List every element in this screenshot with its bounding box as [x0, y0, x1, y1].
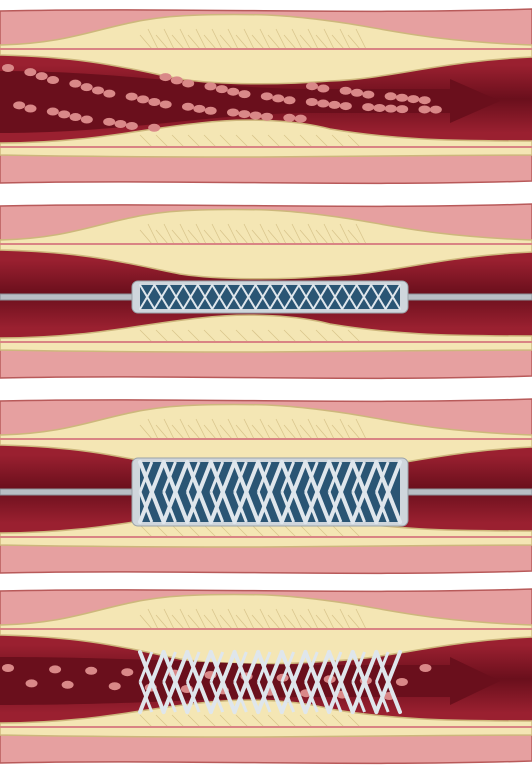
- blood-cell: [148, 124, 160, 132]
- stage-balloon-expanded: [0, 395, 532, 580]
- stage-stent-deployed: [0, 585, 532, 770]
- blood-cell: [24, 68, 36, 76]
- blood-cell: [261, 92, 273, 100]
- blood-cell: [385, 92, 397, 100]
- blood-cell: [295, 115, 307, 123]
- blood-cell: [62, 681, 74, 689]
- blood-cell: [340, 87, 352, 95]
- artery-illustration-2: [0, 200, 532, 385]
- blood-cell: [2, 64, 14, 72]
- blood-cell: [317, 85, 329, 93]
- blood-cell: [306, 98, 318, 106]
- blood-cell: [284, 96, 296, 104]
- blood-cell: [238, 110, 250, 118]
- artery-illustration-4: [0, 585, 532, 770]
- blood-cell: [103, 118, 115, 126]
- blood-cell: [160, 100, 172, 108]
- blood-cell: [2, 664, 14, 672]
- blood-cell: [121, 668, 133, 676]
- blood-cell: [396, 678, 408, 686]
- blood-cell: [227, 88, 239, 96]
- blood-cell: [193, 105, 205, 113]
- stage-narrowed-artery: [0, 5, 532, 190]
- blood-cell: [171, 76, 183, 84]
- blood-cell: [126, 122, 138, 130]
- blood-cell: [419, 96, 431, 104]
- blood-cell: [205, 82, 217, 90]
- blood-cell: [261, 113, 273, 121]
- blood-cell: [81, 116, 93, 124]
- blood-cell: [430, 106, 442, 114]
- blood-cell: [205, 107, 217, 115]
- blood-cell: [272, 94, 284, 102]
- blood-cell: [362, 103, 374, 111]
- blood-cell: [317, 100, 329, 108]
- blood-cell: [36, 72, 48, 80]
- blood-cell: [182, 103, 194, 111]
- blood-cell: [351, 89, 363, 97]
- blood-cell: [374, 104, 386, 112]
- artery-illustration-3: [0, 395, 532, 580]
- blood-cell: [227, 109, 239, 117]
- stent-body: [140, 285, 400, 309]
- blood-cell: [49, 665, 61, 673]
- blood-cell: [182, 79, 194, 87]
- blood-cell: [137, 95, 149, 103]
- blood-cell: [115, 120, 127, 128]
- blood-cell: [419, 105, 431, 113]
- blood-cell: [385, 105, 397, 113]
- blood-cell: [362, 91, 374, 99]
- blood-cell: [70, 113, 82, 121]
- blood-cell: [329, 101, 341, 109]
- blood-cell: [126, 93, 138, 101]
- blood-cell: [103, 90, 115, 98]
- blood-cell: [306, 82, 318, 90]
- blood-cell: [396, 105, 408, 113]
- blood-cell: [419, 664, 431, 672]
- blood-cell: [216, 85, 228, 93]
- blood-cell: [250, 111, 262, 119]
- blood-cell: [407, 95, 419, 103]
- blood-cell: [85, 667, 97, 675]
- blood-cell: [340, 102, 352, 110]
- blood-cell: [58, 110, 70, 118]
- blood-cell: [69, 80, 81, 88]
- blood-cell: [26, 679, 38, 687]
- blood-cell: [47, 108, 59, 116]
- blood-cell: [92, 86, 104, 94]
- blood-cell: [148, 98, 160, 106]
- blood-cell: [109, 682, 121, 690]
- blood-cell: [13, 101, 25, 109]
- blood-cell: [283, 114, 295, 122]
- blood-cell: [25, 105, 37, 113]
- blood-cell: [160, 73, 172, 81]
- blood-cell: [239, 90, 251, 98]
- stage-stent-inserted: [0, 200, 532, 385]
- artery-illustration-1: [0, 5, 532, 190]
- blood-cell: [396, 94, 408, 102]
- blood-cell: [81, 83, 93, 91]
- blood-cell: [47, 76, 59, 84]
